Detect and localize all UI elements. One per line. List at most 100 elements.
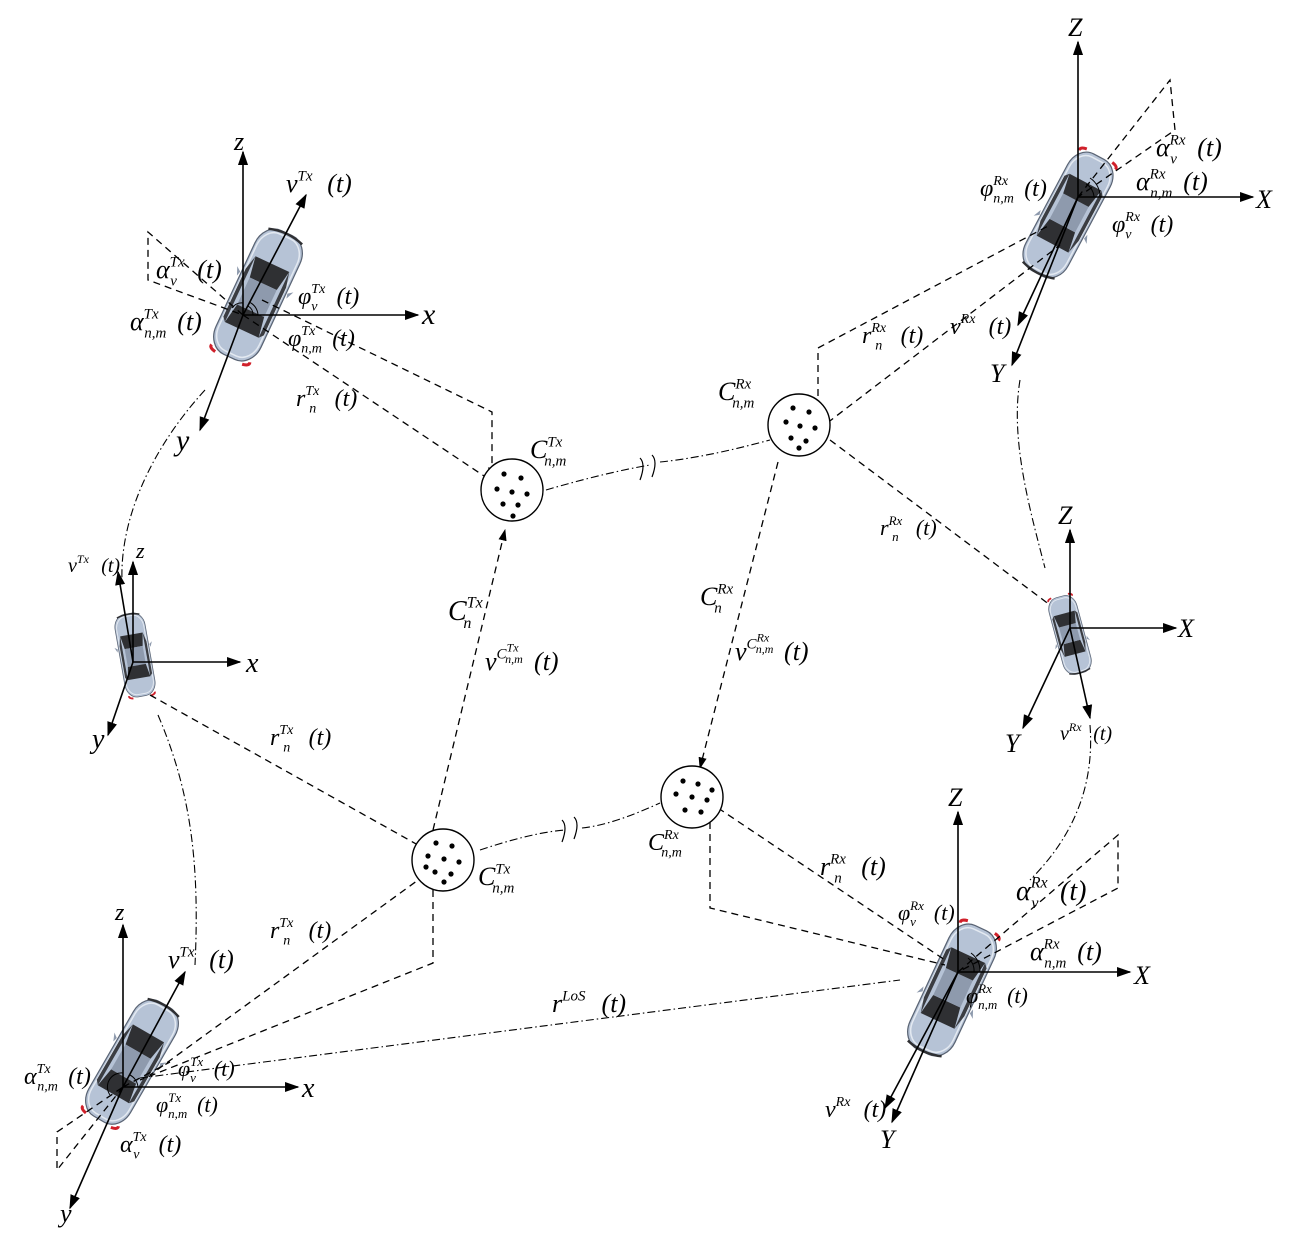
tx-bot-x-label: x [301, 1073, 315, 1104]
svg-text:rLoS (t): rLoS (t) [552, 988, 626, 1018]
label-v-rx-bot: vRx (t) [825, 1095, 886, 1123]
tx-mid-y-label: y [89, 724, 105, 755]
rx-bot-velocity-arrow [884, 971, 959, 1110]
label-v-rx-top: vRx (t) [950, 312, 1011, 340]
rx-top-axes [1011, 40, 1255, 367]
tx-top-z-label: z [233, 127, 244, 156]
tx-top-axes [199, 150, 420, 432]
rx-bot-angle-guides [957, 833, 1119, 973]
trajectories [121, 379, 1092, 1079]
tx-bot-z-label: z [114, 900, 125, 926]
svg-text:vRx (t): vRx (t) [950, 312, 1011, 340]
rx-bot-axes [891, 810, 1132, 1124]
svg-text:vTx (t): vTx (t) [168, 944, 234, 974]
rx-top-z-label: Z [1068, 13, 1083, 42]
label-v-tx-mid: vTx (t) [68, 552, 120, 577]
svg-text:vRx (t): vRx (t) [825, 1095, 886, 1123]
tx-bot-velocity-arrow [122, 970, 186, 1088]
propagation-paths [139, 224, 1061, 1081]
rx-mid-axes [1022, 528, 1178, 730]
rx-bot-x-label: X [1133, 961, 1151, 990]
label-r-los: rLoS (t) [552, 988, 626, 1018]
rx-mid-z-label: Z [1058, 501, 1073, 530]
tx-top-angle-guides [147, 230, 259, 316]
cluster-tx-top [480, 458, 544, 522]
rx-bot-z-label: Z [948, 783, 963, 812]
tx-bot-y-label: y [57, 1199, 72, 1228]
cluster-rx-bottom [660, 765, 724, 829]
tx-mid-axes [107, 560, 242, 737]
label-v-rx-mid: vRx (t) [1060, 720, 1112, 745]
cluster-rx-top [767, 393, 831, 457]
svg-text:vRx (t): vRx (t) [1060, 720, 1112, 745]
cluster-tx-bottom [411, 828, 475, 892]
rx-mid-velocity-arrow [1069, 627, 1093, 720]
rx-car-top [1009, 140, 1128, 289]
tx-mid-x-label: x [245, 648, 259, 679]
rx-mid-y-label: Y [1005, 729, 1022, 758]
rx-top-velocity-arrow [1017, 196, 1079, 327]
tx-top-velocity-arrow [242, 193, 307, 316]
label-v-tx-bot: vTx (t) [168, 944, 234, 974]
tx-car-mid [108, 609, 163, 702]
label-v-tx-top: vTx (t) [286, 168, 352, 198]
tx-bot-angle-guides [56, 1061, 171, 1172]
tx-top-x-label: x [421, 298, 436, 331]
svg-text:vTx (t): vTx (t) [286, 168, 352, 198]
